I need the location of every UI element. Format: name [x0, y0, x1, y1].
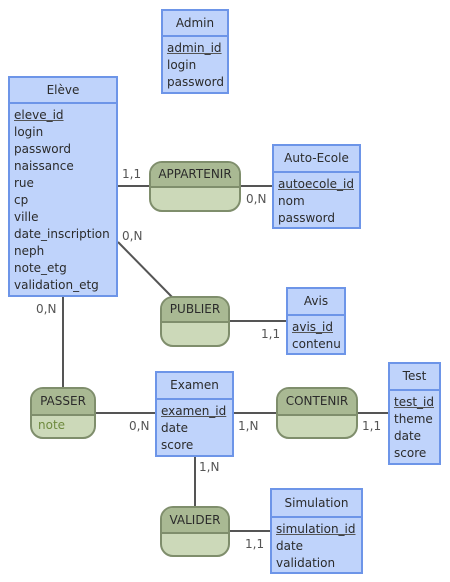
attribute-list: admin_id login password	[163, 37, 227, 91]
primary-key-attribute: autoecole_id	[278, 177, 354, 191]
attribute: neph	[14, 244, 45, 258]
primary-key-attribute: eleve_id	[14, 108, 64, 122]
association-name: APPARTENIR	[151, 163, 239, 188]
association-appartenir[interactable]: APPARTENIR	[149, 161, 241, 212]
attribute: password	[278, 211, 335, 225]
attribute: contenu	[292, 337, 341, 351]
cardinality-examen-valider: 1,N	[199, 460, 220, 474]
attribute: ville	[14, 210, 39, 224]
primary-key-attribute: avis_id	[292, 320, 333, 334]
entity-test[interactable]: Test test_id theme date score	[388, 362, 441, 465]
entity-eleve[interactable]: Elève eleve_id login password naissance …	[8, 76, 118, 297]
primary-key-attribute: admin_id	[167, 41, 222, 55]
entity-name: Test	[390, 364, 439, 391]
attribute-list: test_id theme date score	[390, 391, 439, 462]
attribute-list: examen_id date score	[157, 400, 232, 454]
association-attribute: note	[38, 418, 66, 432]
cardinality-eleve-passer: 0,N	[36, 302, 57, 316]
association-valider[interactable]: VALIDER	[160, 506, 230, 557]
association-publier[interactable]: PUBLIER	[160, 296, 230, 347]
entity-name: Auto-Ecole	[274, 146, 359, 173]
cardinality-simulation-valider: 1,1	[245, 537, 265, 551]
attribute: rue	[14, 176, 34, 190]
attribute: date	[161, 421, 189, 435]
attribute-list: autoecole_id nom password	[274, 173, 359, 227]
attribute: theme	[394, 412, 433, 426]
attribute: date	[394, 429, 422, 443]
entity-examen[interactable]: Examen examen_id date score	[155, 371, 234, 457]
cardinality-eleve-publier: 0,N	[122, 229, 143, 243]
attribute: login	[14, 125, 44, 139]
attribute: login	[167, 58, 197, 72]
entity-name: Examen	[157, 373, 232, 400]
association-passer[interactable]: PASSER note	[30, 387, 96, 439]
primary-key-attribute: examen_id	[161, 404, 227, 418]
entity-name: Admin	[163, 11, 227, 37]
association-contenir[interactable]: CONTENIR	[276, 387, 358, 439]
primary-key-attribute: simulation_id	[276, 522, 356, 536]
association-name: CONTENIR	[278, 389, 356, 416]
association-name: PASSER	[32, 389, 94, 416]
attribute-list: eleve_id login password naissance rue cp…	[10, 104, 116, 294]
attribute: score	[394, 446, 427, 460]
association-name: VALIDER	[162, 508, 228, 534]
entity-autoecole[interactable]: Auto-Ecole autoecole_id nom password	[272, 144, 361, 229]
attribute-list: avis_id contenu	[288, 316, 344, 353]
cardinality-test-contenir: 1,1	[362, 419, 382, 433]
entity-simulation[interactable]: Simulation simulation_id date validation	[270, 488, 363, 574]
primary-key-attribute: test_id	[394, 395, 434, 409]
link-eleve-publier	[117, 241, 173, 298]
entity-name: Simulation	[272, 490, 361, 518]
attribute: cp	[14, 193, 29, 207]
attribute: nom	[278, 194, 305, 208]
association-name: PUBLIER	[162, 298, 228, 323]
attribute: date	[276, 539, 304, 553]
entity-name: Elève	[10, 78, 116, 104]
attribute: date_inscription	[14, 227, 110, 241]
attribute: score	[161, 438, 194, 452]
attribute: validation	[276, 556, 336, 570]
attribute-list: simulation_id date validation	[272, 518, 361, 572]
attribute: password	[167, 75, 224, 89]
attribute: naissance	[14, 159, 74, 173]
entity-name: Avis	[288, 289, 344, 316]
cardinality-examen-contenir: 1,N	[238, 419, 259, 433]
entity-admin[interactable]: Admin admin_id login password	[161, 9, 229, 94]
attribute: note_etg	[14, 261, 67, 275]
cardinality-eleve-appartenir: 1,1	[122, 167, 142, 181]
attribute: validation_etg	[14, 278, 99, 292]
entity-avis[interactable]: Avis avis_id contenu	[286, 287, 346, 355]
cardinality-avis-publier: 1,1	[261, 327, 281, 341]
cardinality-examen-passer: 0,N	[129, 419, 150, 433]
attribute: password	[14, 142, 71, 156]
cardinality-autoecole-appartenir: 0,N	[246, 192, 267, 206]
